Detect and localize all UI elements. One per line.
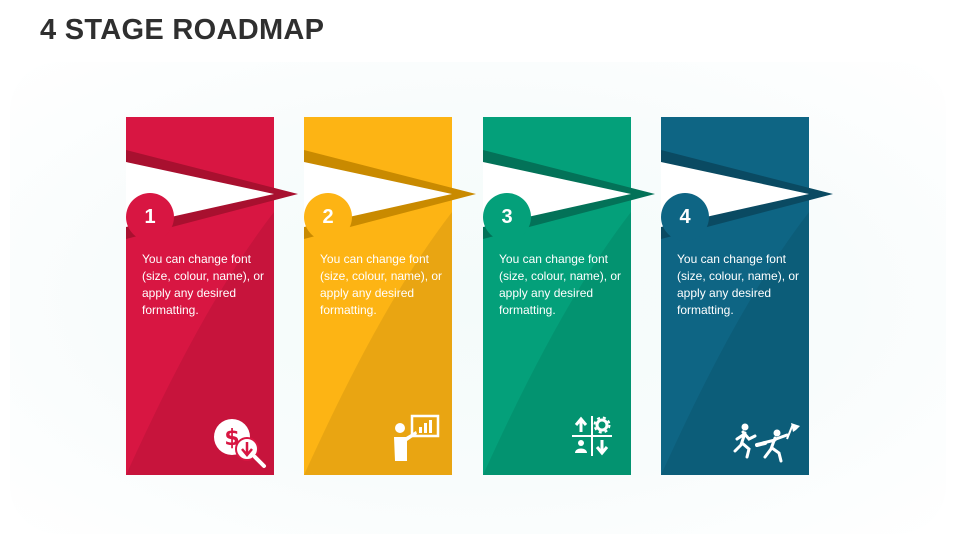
stage-number-badge: 1	[126, 193, 174, 241]
stage-number-badge: 3	[483, 193, 531, 241]
stage-card-1: 1 You can change font (size, colour, nam…	[126, 117, 298, 475]
stage-description: You can change font (size, colour, name)…	[320, 252, 443, 317]
stage-card-4: 4 You can change font (size, colour, nam…	[661, 117, 833, 475]
stage-description: You can change font (size, colour, name)…	[142, 252, 265, 317]
stage-card-2: 2 You can change font (size, colour, nam…	[304, 117, 476, 475]
presenter-chart-icon	[394, 414, 440, 461]
page-title: 4 STAGE ROADMAP	[40, 14, 325, 46]
stage-shape-3	[483, 117, 655, 475]
stage-card-3: 3 You can change font (size, colour, nam…	[483, 117, 655, 475]
stage-number-badge: 2	[304, 193, 352, 241]
dollar-down-search-icon: $	[214, 419, 266, 468]
stage-description: You can change font (size, colour, name)…	[677, 252, 800, 317]
stage-shape-1	[126, 117, 298, 475]
stage-shape-4	[661, 117, 833, 475]
runners-flag-icon	[733, 423, 800, 463]
stage-number-badge: 4	[661, 193, 709, 241]
stage-description: You can change font (size, colour, name)…	[499, 252, 622, 317]
strategy-quadrant-icon	[572, 416, 612, 456]
